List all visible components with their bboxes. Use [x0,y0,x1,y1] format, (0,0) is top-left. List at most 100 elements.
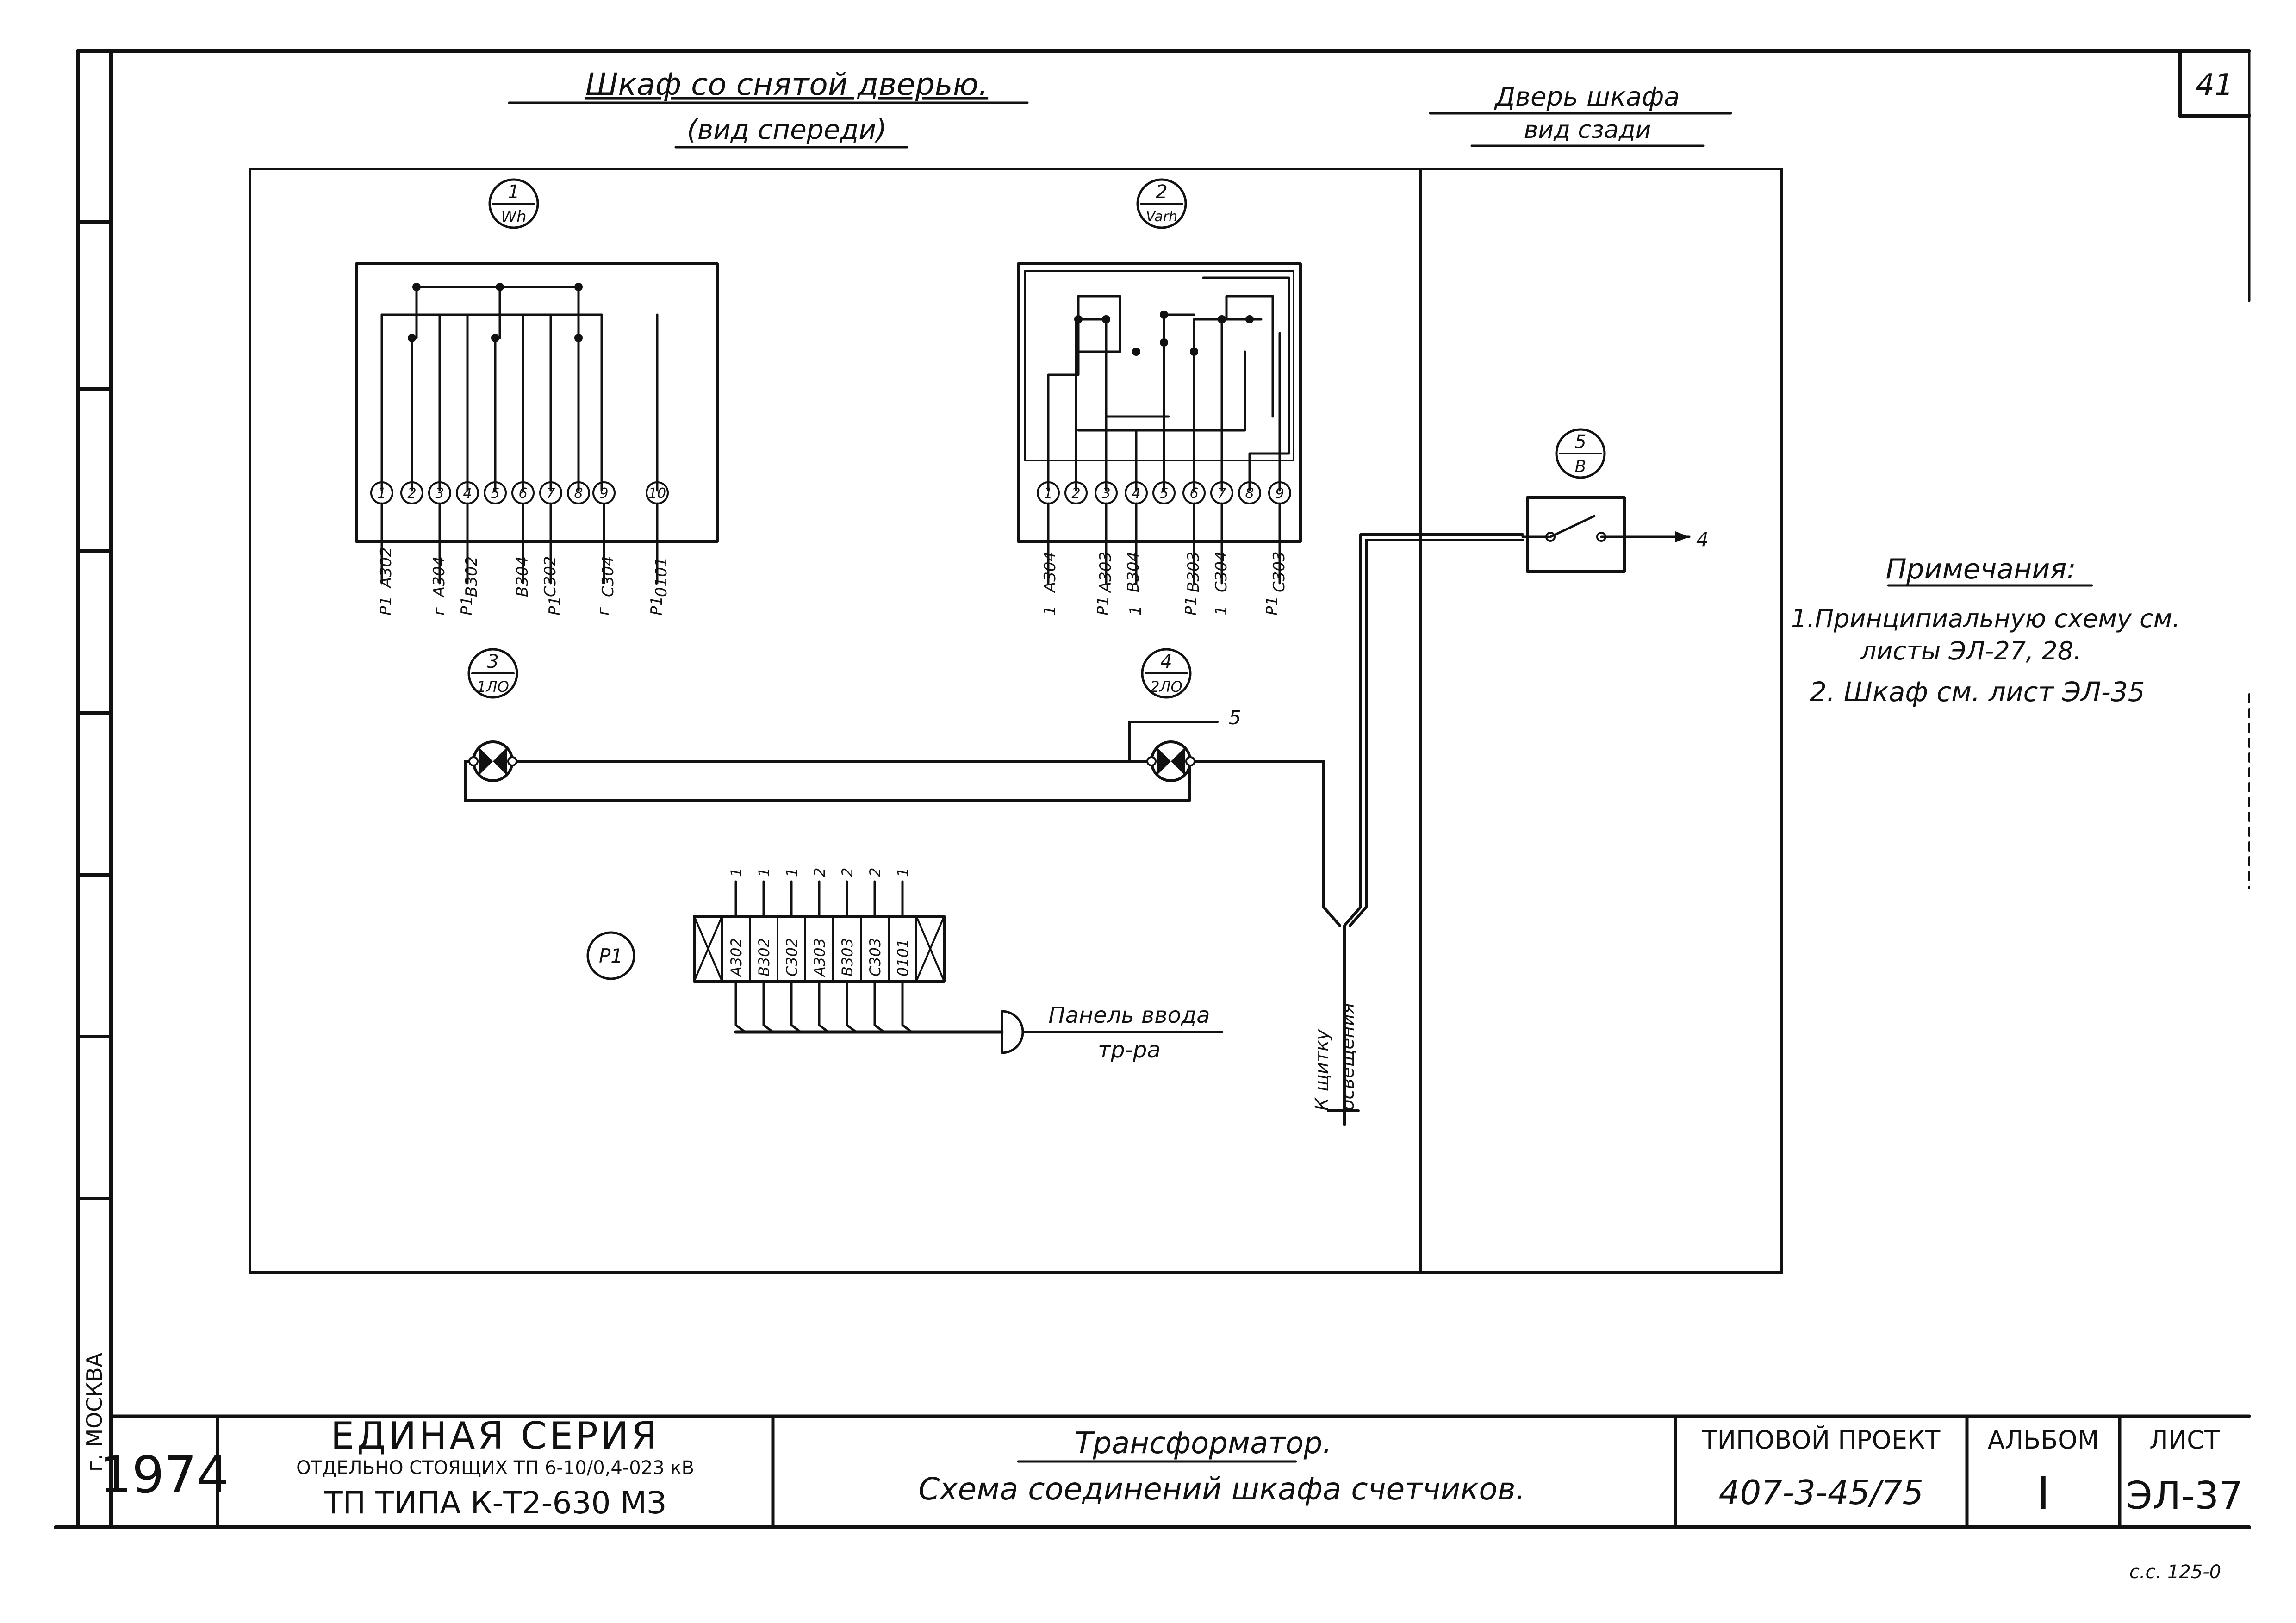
meter-2-inner [1024,270,1294,461]
stamp-album-no: I [2037,1468,2050,1519]
wire-label: 1 [1212,605,1231,616]
wire-label: В304 [513,556,532,597]
switch-marker [1555,428,1606,479]
to-panel-line1: Панель ввода [1048,1002,1210,1028]
terminal-cell: С302 [783,938,801,976]
meter-1-terminal-label: 9 [599,485,608,502]
meter-2-terminals: 1 2 3 4 5 6 7 8 9 [1037,481,1291,504]
terminal-block-label: Р1 [599,945,623,967]
meter-1-terminal-label: 3 [435,485,444,502]
cabinet-outline [249,168,1783,1274]
meter-1-body [355,262,719,543]
terminal-cell: В302 [755,938,773,976]
terminal-cell: 0101 [894,939,912,976]
terminal-wire-num: 2 [839,868,856,877]
meter-1-code: Wh [501,208,526,226]
notes: Примечания: 1.Принципиальную схему см. л… [1791,553,2180,708]
switch-body [1526,496,1626,573]
stamp-project-label: ТИПОВОЙ ПРОЕКТ [1702,1425,1941,1455]
lamp-2-marker [1141,648,1192,699]
stamp-series-title: ЕДИНАЯ СЕРИЯ [331,1414,660,1457]
to-lighting-line2: освещения [1337,1003,1358,1111]
terminal-block-cells: А302 В302 С302 А303 В303 С303 0101 [728,938,912,977]
terminal-block-marker [586,931,635,980]
meter-1-num: 1 [508,181,519,203]
switch-code: В [1575,457,1587,476]
stamp-series-line3: ТП ТИПА К-Т2-630 МЗ [324,1485,666,1521]
meter-2-terminal-label: 7 [1217,485,1226,502]
stamp-project-no: 407-3-45/75 [1719,1473,1924,1512]
meter-1-terminal [484,481,507,504]
meter-2-terminal-label: 2 [1071,485,1080,502]
meter-2-terminal-label: 4 [1132,485,1140,502]
notes-heading: Примечания: [1885,553,2076,585]
lamp-2-code: 2ЛО [1150,678,1182,696]
meter-2-terminal-label: 1 [1044,485,1052,502]
terminal-wire-num: 2 [811,868,828,877]
meter-2-terminal [1152,481,1176,504]
wire-label: А304 [430,556,448,598]
meter-2-terminal-label: 9 [1275,485,1284,502]
terminal-block-wire-nums: 1 1 1 2 2 2 1 [728,868,912,877]
terminal-wire-num: 1 [783,868,801,877]
meter-1-terminal-label: 5 [491,485,499,502]
wire-label: г [594,607,613,616]
terminal-block: Р1 А302 В302 С302 А303 В303 С303 0101 [586,868,1223,1063]
lamp-2-fill [1157,747,1185,775]
meter-1-internal-wiring [380,286,659,492]
wire-label: 1 [1126,605,1145,616]
terminal-block-top-leads [734,880,904,918]
meter-1-terminal [567,481,590,504]
meter-2-body [1017,262,1302,543]
wire-label: 1 [1041,605,1059,616]
stamp-year: 1974 [100,1445,229,1505]
meter-2-nodes [1074,311,1254,356]
meter-2: 2 Varh 1 2 3 4 5 6 7 [1017,178,1302,616]
lamp-1-code: 1ЛО [477,678,509,696]
switch: 5 В 4 [1521,428,1709,573]
lamp-2: 4 2ЛО 5 [1141,648,1241,782]
wire-label: г [430,607,448,616]
meter-2-terminal-label: 8 [1245,485,1254,502]
terminal-wire-num: 1 [755,868,773,877]
stamp-album-label: АЛЬБОМ [1988,1425,2099,1455]
wire-label: А303 [1096,552,1115,593]
sheet-number: 41 [2196,68,2233,102]
wire-label: В304 [1124,552,1143,592]
lamp-2-wire-label: 5 [1229,706,1241,729]
meter-1-marker [488,178,539,229]
meter-1-terminals: 1 2 3 4 5 6 7 8 9 10 [370,481,669,504]
notes-line-2: листы ЭЛ-27, 28. [1860,636,2081,665]
terminal-cell: В303 [839,938,856,976]
meter-1-terminal-label: 8 [574,485,583,502]
meter-2-terminal-label: 5 [1159,485,1168,502]
copy-note: с.с. 125-0 [2129,1561,2221,1583]
meter-2-marker [1136,178,1187,229]
wire-label: А304 [1041,552,1059,593]
terminal-cell: А303 [811,938,828,977]
wire-label: Р1 [546,596,564,616]
wire-label: С304 [599,556,617,597]
cabinet-subtitle: (вид спереди) [687,114,886,145]
meter-1-terminal-label: 1 [377,485,386,502]
lamp-1-marker [467,648,518,699]
meter-1-nodes [408,283,583,342]
cabinet-title: Шкаф со снятой дверью. [585,67,988,102]
meter-2-code: Varh [1146,209,1177,225]
stamp-sheet-code: ЭЛ-37 [2126,1474,2243,1518]
stamp-series-line2: ОТДЕЛЬНО СТОЯЩИХ ТП 6-10/0,4-023 кВ [296,1457,694,1479]
lamp-nodes [468,756,1195,766]
notes-line-3: 2. Шкаф см. лист ЭЛ-35 [1810,676,2145,708]
lamp-1: 3 1ЛО [467,648,518,782]
wire-label: Р1 [647,596,666,616]
meter-1-terminal [400,481,423,504]
terminal-block-bottom-bundle [734,980,1223,1054]
meter-2-terminal [1064,481,1088,504]
meter-1-terminal-label: 6 [518,485,527,502]
to-lighting-line1: К щитку [1312,1029,1333,1111]
terminal-cell: С303 [866,938,884,976]
stamp-drawing-title: Трансформатор. [1075,1426,1332,1461]
terminal-wire-num: 1 [728,868,745,877]
door-title: Дверь шкафа [1493,82,1680,112]
